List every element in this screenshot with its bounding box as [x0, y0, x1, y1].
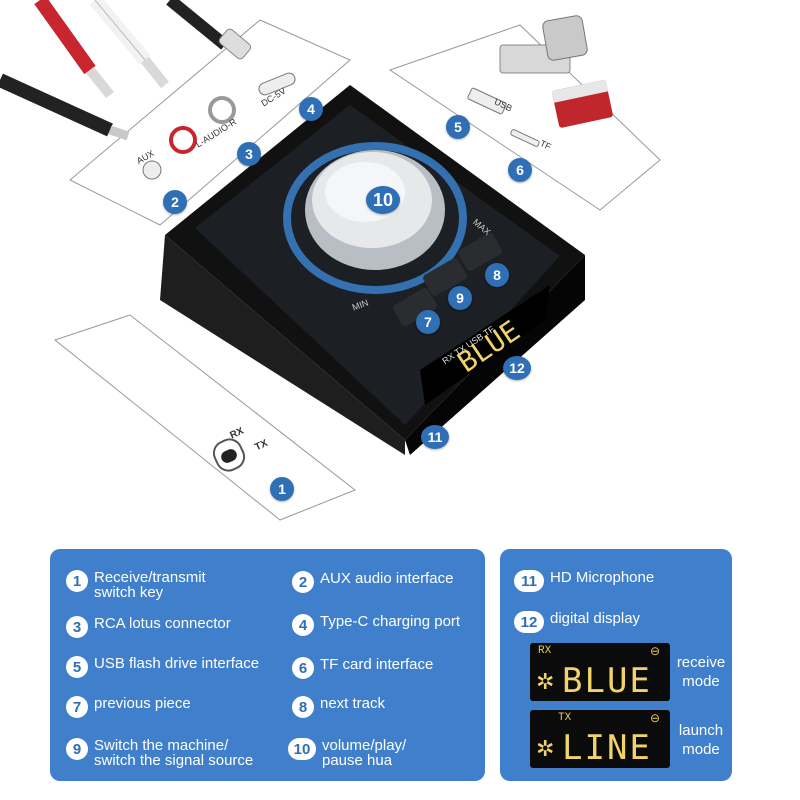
- callout-10: 10: [366, 186, 400, 214]
- link-icon: ⊖: [649, 644, 660, 658]
- legend-item-6: 6 TF card interface: [292, 657, 477, 679]
- legend-num: 8: [292, 696, 314, 718]
- next-button-shape: [458, 233, 502, 271]
- receive-mode-label: receive mode: [676, 654, 726, 690]
- lcd-launch: TX ⊖ ✲ LINE: [530, 710, 670, 768]
- legend-num: 4: [292, 614, 314, 636]
- legend-num: 7: [66, 696, 88, 718]
- power-button-shape: [423, 258, 467, 296]
- tf-card: [551, 79, 613, 128]
- legend-num: 11: [514, 570, 544, 592]
- lcd-receive: RX ⊖ ✲ BLUE: [530, 643, 670, 701]
- legend-item-2: 2 AUX audio interface: [292, 571, 477, 593]
- legend-item-11: 11 HD Microphone: [514, 570, 724, 592]
- legend-item-9: 9 Switch the machine/ switch the signal …: [66, 738, 281, 768]
- callout-7: 7: [416, 310, 440, 334]
- callout-5: 5: [446, 115, 470, 139]
- legend-panel-left: [50, 549, 485, 781]
- callout-8: 8: [485, 263, 509, 287]
- callout-4: 4: [299, 97, 323, 121]
- legend-num: 10: [288, 738, 316, 760]
- fan-icon: ✲: [536, 669, 555, 694]
- callout-1: 1: [270, 477, 294, 501]
- legend-text: USB flash drive interface: [94, 655, 260, 672]
- legend-item-1: 1 Receive/transmit switch key: [66, 570, 276, 600]
- legend-text: Switch the machine/ switch the signal so…: [94, 737, 254, 769]
- switch-callout-panel: [53, 314, 356, 521]
- callout-11: 11: [421, 425, 449, 449]
- callout-6: 6: [508, 158, 532, 182]
- legend-text: Type-C charging port: [320, 613, 461, 630]
- legend-item-5: 5 USB flash drive interface: [66, 656, 281, 678]
- usb-drive: [499, 15, 588, 74]
- prev-button-shape: [393, 288, 437, 326]
- legend-num: 12: [514, 611, 544, 633]
- callout-2: 2: [163, 190, 187, 214]
- legend-item-7: 7 previous piece: [66, 696, 276, 718]
- legend-num: 5: [66, 656, 88, 678]
- aux-cable: [0, 73, 113, 137]
- lcd-tag: TX: [558, 712, 572, 724]
- legend-text: Receive/transmit switch key: [94, 569, 206, 601]
- callout-12: 12: [503, 356, 531, 380]
- legend-item-8: 8 next track: [292, 696, 477, 718]
- lcd-text: LINE: [562, 728, 652, 768]
- legend-text: TF card interface: [320, 656, 434, 673]
- typec-cable: [166, 0, 229, 50]
- fan-icon: ✲: [536, 736, 555, 761]
- legend-num: 6: [292, 657, 314, 679]
- legend-text: RCA lotus connector: [94, 615, 231, 632]
- legend-text: previous piece: [94, 695, 191, 712]
- legend-item-3: 3 RCA lotus connector: [66, 616, 276, 638]
- lcd-text: BLUE: [562, 661, 652, 701]
- legend-num: 9: [66, 738, 88, 760]
- legend-text: volume/play/ pause hua: [322, 737, 407, 769]
- legend-num: 3: [66, 616, 88, 638]
- legend-item-10: 10 volume/play/ pause hua: [288, 738, 478, 768]
- legend-text: digital display: [550, 610, 641, 627]
- launch-mode-label: launch mode: [678, 722, 724, 758]
- callout-9: 9: [448, 286, 472, 310]
- rca-red-cable: [34, 0, 96, 75]
- legend-text: AUX audio interface: [320, 570, 454, 587]
- legend-text: HD Microphone: [550, 569, 655, 586]
- lcd-tag: RX: [538, 645, 552, 657]
- legend-text: next track: [320, 695, 386, 712]
- link-icon: ⊖: [649, 711, 660, 725]
- legend-item-4: 4 Type-C charging port: [292, 614, 482, 636]
- ports-callout-panel: [69, 19, 351, 226]
- product-illustration: [0, 0, 661, 521]
- legend-item-12: 12 digital display: [514, 611, 724, 633]
- callout-3: 3: [237, 142, 261, 166]
- legend-num: 2: [292, 571, 314, 593]
- legend-num: 1: [66, 570, 88, 592]
